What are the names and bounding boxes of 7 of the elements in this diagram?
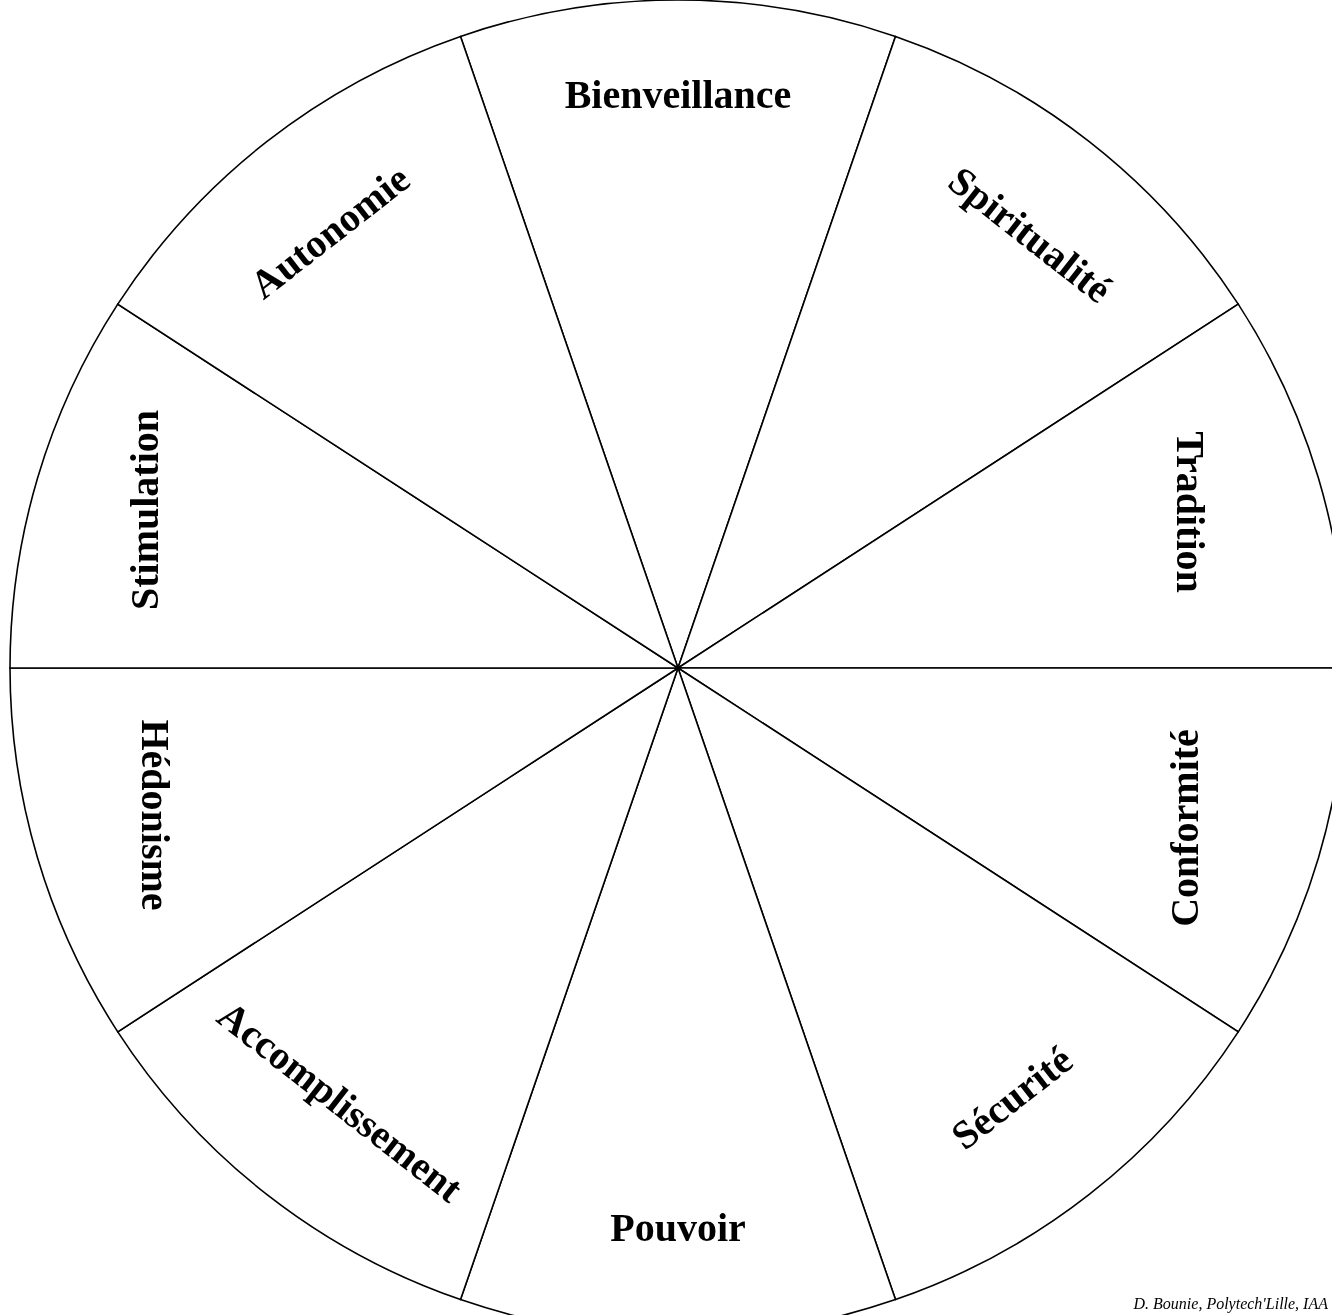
sector-label: Conformité	[1165, 729, 1205, 927]
sector-label: Stimulation	[125, 410, 165, 610]
sector-label: Tradition	[1170, 431, 1210, 593]
sector-label: Pouvoir	[610, 1208, 746, 1248]
author-credit: D. Bounie, Polytech'Lille, IAA	[1133, 1295, 1328, 1313]
sector-label: Hédonisme	[135, 719, 175, 911]
sector-label: Bienveillance	[564, 75, 792, 115]
